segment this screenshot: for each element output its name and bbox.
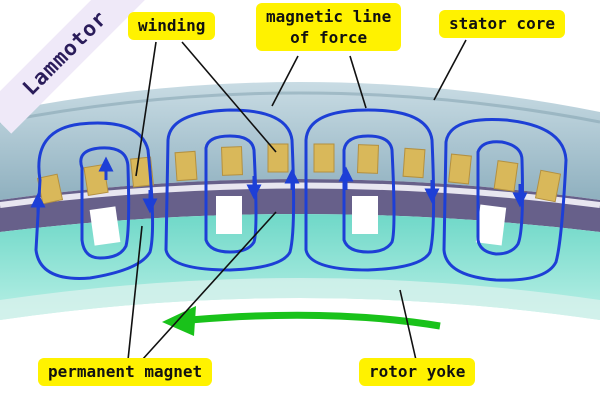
winding-slot (174, 150, 198, 182)
label-magnetic-line-of-force: magnetic line of force (256, 3, 402, 51)
winding-slot (130, 156, 154, 188)
winding-slot (357, 144, 379, 174)
magnetic-line-of-force (204, 134, 258, 254)
rotation-direction-arrow (189, 311, 441, 330)
label-permanent-magnet-text: permanent magnet (48, 362, 203, 381)
magnetic-line-of-force (342, 134, 396, 254)
winding-slot (534, 169, 562, 203)
magnetic-line-of-force (442, 117, 568, 282)
pointer-stator-core (433, 39, 467, 101)
flux-arrows (30, 156, 528, 214)
magnet-pole (89, 206, 121, 246)
magnetic-line-of-force (164, 108, 296, 272)
label-winding: winding (128, 12, 216, 40)
winding-slot (267, 143, 289, 173)
winding-group (36, 143, 562, 205)
winding-slot (402, 147, 426, 179)
magnetic-line-of-force (304, 108, 436, 272)
magnet-pole-group (89, 196, 507, 246)
rotor-yoke-lower (0, 278, 600, 320)
winding-slot (313, 143, 335, 173)
pointer-magnetic-line (349, 55, 367, 109)
label-stator-core-text: stator core (449, 14, 555, 33)
pointer-permanent-magnet (127, 225, 143, 361)
pointer-rotor-yoke (399, 289, 417, 361)
magnetic-line-group (34, 108, 568, 282)
pointer-permanent-magnet (141, 211, 277, 361)
magnet-pole (352, 196, 378, 234)
label-rotor-yoke-text: rotor yoke (369, 362, 466, 381)
label-magnetic-line-text-1: magnetic line (266, 7, 392, 26)
pointer-magnetic-line (271, 55, 299, 107)
label-magnetic-line-text-2: of force (290, 28, 368, 47)
magnet-pole (216, 196, 242, 234)
pointer-lines (127, 39, 467, 361)
label-permanent-magnet: permanent magnet (38, 358, 213, 386)
winding-slot (83, 164, 109, 196)
pointer-winding (135, 41, 157, 177)
winding-slot (493, 160, 519, 192)
label-winding-text: winding (138, 16, 206, 35)
label-rotor-yoke: rotor yoke (359, 358, 476, 386)
magnet-pole (475, 204, 507, 246)
winding-slot (221, 146, 243, 176)
magnetic-line-of-force (79, 146, 131, 260)
winding-slot (448, 153, 472, 185)
magnetic-line-of-force (476, 140, 524, 256)
rotation-arrow-head (162, 306, 196, 336)
stator-core-edge (0, 91, 600, 124)
pointer-winding (181, 41, 277, 153)
label-stator-core: stator core (439, 10, 565, 38)
